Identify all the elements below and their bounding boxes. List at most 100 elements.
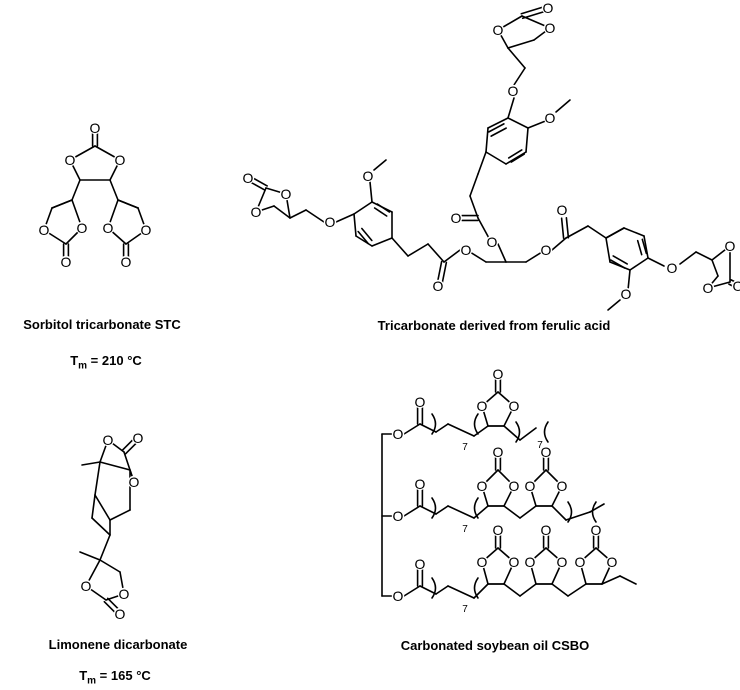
single-bond <box>91 494 96 519</box>
double-bond <box>436 260 443 283</box>
carbonate-ring-bond <box>99 461 131 471</box>
oxygen-atom-backdrop <box>63 153 77 167</box>
single-bond <box>427 243 445 263</box>
oxygen-atom: O <box>509 554 520 570</box>
bond-lines <box>43 4 740 617</box>
oxygen-atom-backdrop <box>475 479 489 493</box>
oxygen-atom: O <box>509 478 520 494</box>
oxygen-atom: O <box>393 588 404 604</box>
repeat-unit-subscript: 7 <box>537 440 543 451</box>
limonene-tm-symbol: T <box>79 668 88 683</box>
repeat-unit-subscript: 7 <box>462 604 468 615</box>
oxygen-atom-backdrop <box>249 205 263 219</box>
oxygen-atom: O <box>541 444 552 460</box>
oxygen-atom-backdrop <box>475 399 489 413</box>
single-bond <box>503 583 521 597</box>
oxygen-atom-backdrop <box>59 255 73 269</box>
repeat-bracket <box>515 421 521 443</box>
single-bond <box>519 505 537 519</box>
aromatic-bond <box>643 235 649 259</box>
oxygen-atom: O <box>90 120 101 136</box>
oxygen-atom: O <box>129 474 140 490</box>
oxygen-atom-backdrop <box>475 555 489 569</box>
repeat-unit-subscript: 7 <box>462 442 468 453</box>
single-bond <box>565 225 589 239</box>
single-bond <box>519 427 537 441</box>
aromatic-bond <box>605 227 625 239</box>
oxygen-atom: O <box>621 286 632 302</box>
repeat-bracket <box>431 413 437 435</box>
single-bond <box>473 425 489 437</box>
stc-tm-subscript: m <box>78 360 88 372</box>
repeat-bracket <box>543 421 549 443</box>
repeat-bracket <box>591 501 597 523</box>
oxygen-atom: O <box>543 0 554 16</box>
single-bond <box>527 119 549 129</box>
oxygen-atom: O <box>525 478 536 494</box>
oxygen-atom-backdrop <box>543 21 557 35</box>
single-bond <box>469 195 479 219</box>
single-bond <box>519 583 537 597</box>
oxygen-atom-backdrop <box>431 279 445 293</box>
single-bond <box>497 243 507 263</box>
single-bond <box>477 151 487 175</box>
oxygen-atom-backdrop <box>506 84 520 98</box>
oxygen-atom-backdrop <box>507 399 521 413</box>
aromatic-bond <box>629 257 649 271</box>
oxygen-atom-backdrop <box>539 243 553 257</box>
oxygen-atom: O <box>393 426 404 442</box>
methyl-bond <box>79 551 101 561</box>
single-bond <box>469 173 479 197</box>
oxygen-atom: O <box>451 210 462 226</box>
oxygen-atom-backdrop <box>361 169 375 183</box>
oxygen-atom: O <box>725 238 736 254</box>
oxygen-atom: O <box>477 478 488 494</box>
single-bond <box>94 461 101 496</box>
methoxy-bond <box>555 99 571 113</box>
oxygen-atom: O <box>557 554 568 570</box>
oxygen-atom-backdrop <box>619 287 633 301</box>
single-bond <box>477 217 491 241</box>
oxygen-atom: O <box>115 152 126 168</box>
oxygen-atom-backdrop <box>131 431 145 445</box>
aromatic-bond <box>525 127 529 153</box>
stc-name-label: Sorbitol tricarbonate STC <box>23 317 181 332</box>
double-bond <box>565 216 570 239</box>
single-bond <box>289 209 307 219</box>
aromatic-bond <box>353 213 357 237</box>
stc-tm-symbol: T <box>70 353 79 368</box>
oxygen-atom: O <box>77 220 88 236</box>
oxygen-atom: O <box>363 168 374 184</box>
single-bond <box>403 585 421 597</box>
oxygen-atom: O <box>461 242 472 258</box>
oxygen-atom: O <box>545 20 556 36</box>
oxygen-atom-backdrop <box>523 555 537 569</box>
oxygen-atom: O <box>575 554 586 570</box>
single-bond <box>435 585 449 595</box>
oxygen-atom: O <box>733 278 740 294</box>
oxygen-atom-backdrop <box>323 215 337 229</box>
oxygen-atom: O <box>115 606 126 622</box>
carbonate-ring-bond <box>117 199 139 209</box>
double-bond <box>373 207 388 217</box>
oxygen-atom-backdrop <box>88 121 102 135</box>
oxygen-atom-backdrop <box>113 153 127 167</box>
single-bond <box>587 225 607 239</box>
oxygen-atom: O <box>557 478 568 494</box>
oxygen-atom: O <box>667 260 678 276</box>
single-bond <box>473 505 489 519</box>
oxygen-atom: O <box>119 586 130 602</box>
oxygen-atom-backdrop <box>539 523 553 537</box>
oxygen-atom-backdrop <box>101 221 115 235</box>
single-bond <box>601 575 621 585</box>
aromatic-bond <box>355 235 373 247</box>
carbonate-ring-bond <box>273 205 291 219</box>
single-bond <box>109 509 131 521</box>
oxygen-atom-backdrop <box>507 555 521 569</box>
oxygen-atom: O <box>541 242 552 258</box>
methoxy-bond <box>607 299 621 311</box>
oxygen-atom: O <box>545 110 556 126</box>
oxygen-atom: O <box>141 222 152 238</box>
oxygen-atom-backdrop <box>507 479 521 493</box>
